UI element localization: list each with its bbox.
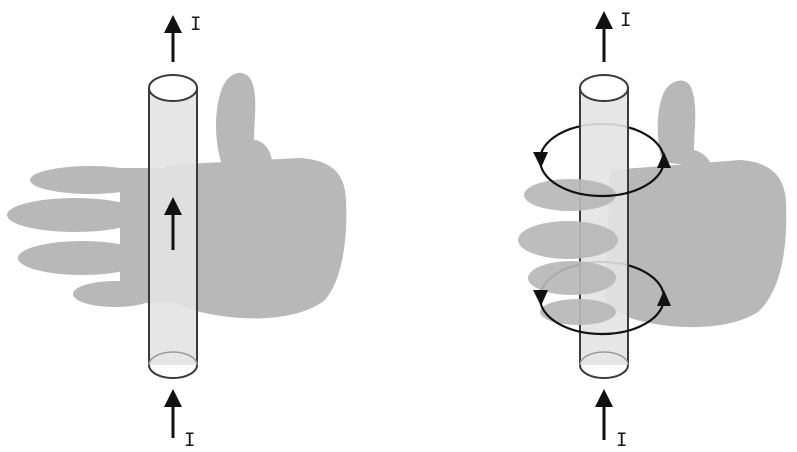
current-label-bottom: I — [184, 429, 195, 451]
field-arrow-lower-right — [657, 290, 671, 306]
field-arrow-upper-right — [657, 152, 671, 168]
right-panel: I I — [518, 9, 787, 451]
current-label-top-right: I — [620, 9, 631, 31]
gripping-hand-icon — [605, 80, 787, 328]
current-label-bottom-right: I — [616, 429, 627, 451]
field-loop-upper-front — [538, 159, 666, 198]
field-loop-lower-front — [538, 297, 666, 336]
conductor-cylinder — [148, 74, 198, 379]
wrapped-fingers-icon — [518, 179, 618, 325]
field-arrow-lower-left — [533, 290, 548, 306]
field-arrow-upper-left — [533, 152, 548, 168]
current-label-top: I — [190, 13, 201, 35]
left-panel: I I — [7, 13, 347, 451]
